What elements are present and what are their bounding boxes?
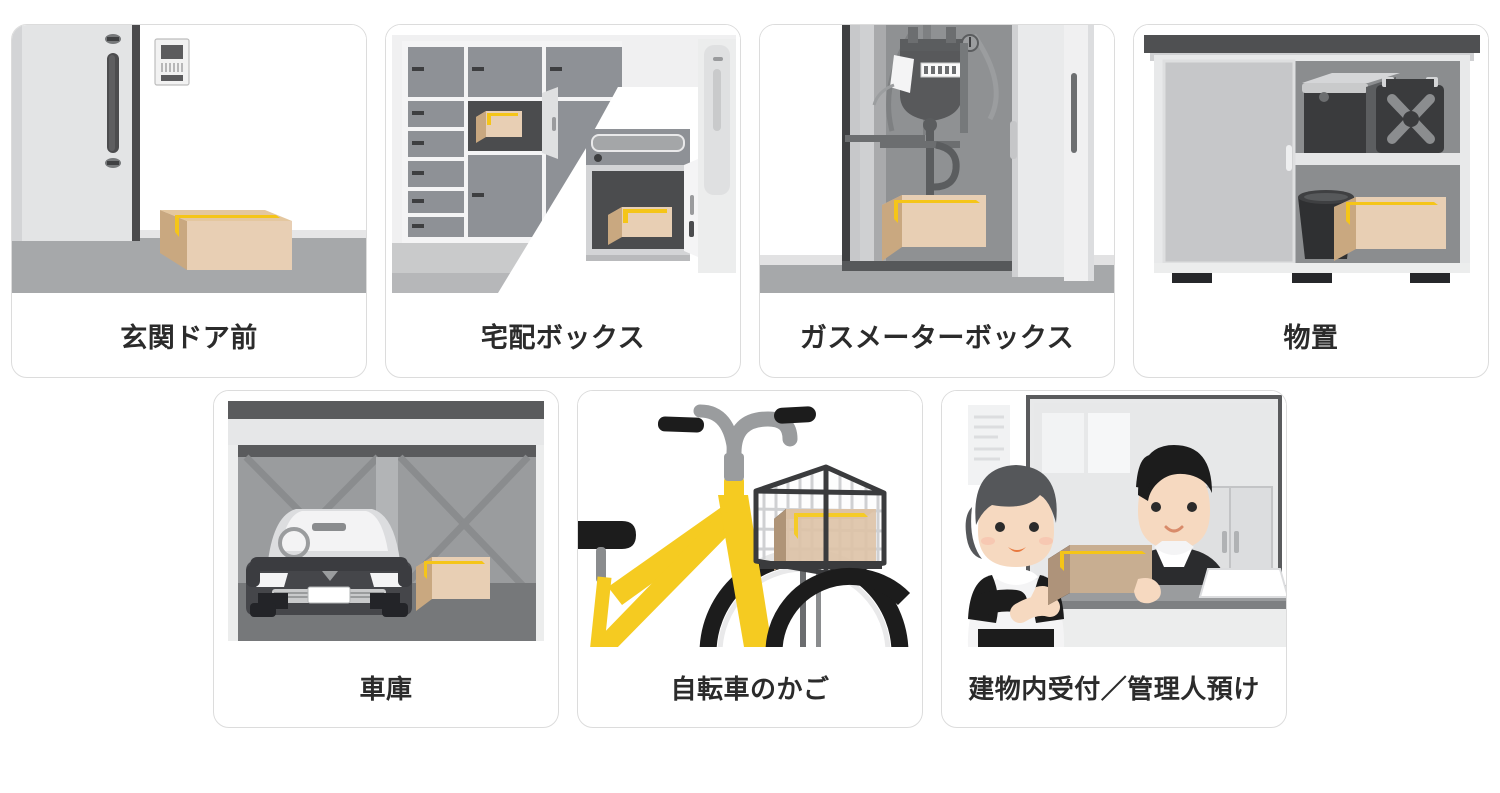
illustration-building-reception [942, 391, 1286, 647]
card-building-reception[interactable]: 建物内受付／管理人預け [941, 390, 1287, 728]
card-gas-meter-box[interactable]: ガスメーターボックス [759, 24, 1115, 378]
card-label-entrance-door: 玄関ドア前 [120, 322, 258, 353]
top-row: 玄関ドア前 [0, 0, 1500, 378]
illustration-garage [214, 391, 558, 647]
card-label-bicycle-basket: 自転車のかご [670, 673, 830, 704]
card-entrance-door[interactable]: 玄関ドア前 [11, 24, 367, 378]
illustration-bicycle-basket [578, 391, 922, 647]
card-label-gas-meter-box: ガスメーターボックス [799, 322, 1075, 353]
card-label-delivery-box: 宅配ボックス [480, 322, 646, 353]
card-delivery-box[interactable]: 宅配ボックス [385, 24, 741, 378]
card-bicycle-basket[interactable]: 自転車のかご [577, 390, 923, 728]
card-garage[interactable]: 車庫 [213, 390, 559, 728]
illustration-storage-shed [1134, 25, 1488, 293]
bottom-row: 車庫 [0, 378, 1500, 728]
card-label-garage: 車庫 [359, 673, 413, 704]
illustration-gas-meter-box [760, 25, 1114, 293]
card-label-building-reception: 建物内受付／管理人預け [968, 673, 1260, 704]
card-label-storage-shed: 物置 [1283, 322, 1339, 353]
illustration-entrance-door [12, 25, 366, 293]
illustration-delivery-box [386, 25, 740, 293]
card-storage-shed[interactable]: 物置 [1133, 24, 1489, 378]
